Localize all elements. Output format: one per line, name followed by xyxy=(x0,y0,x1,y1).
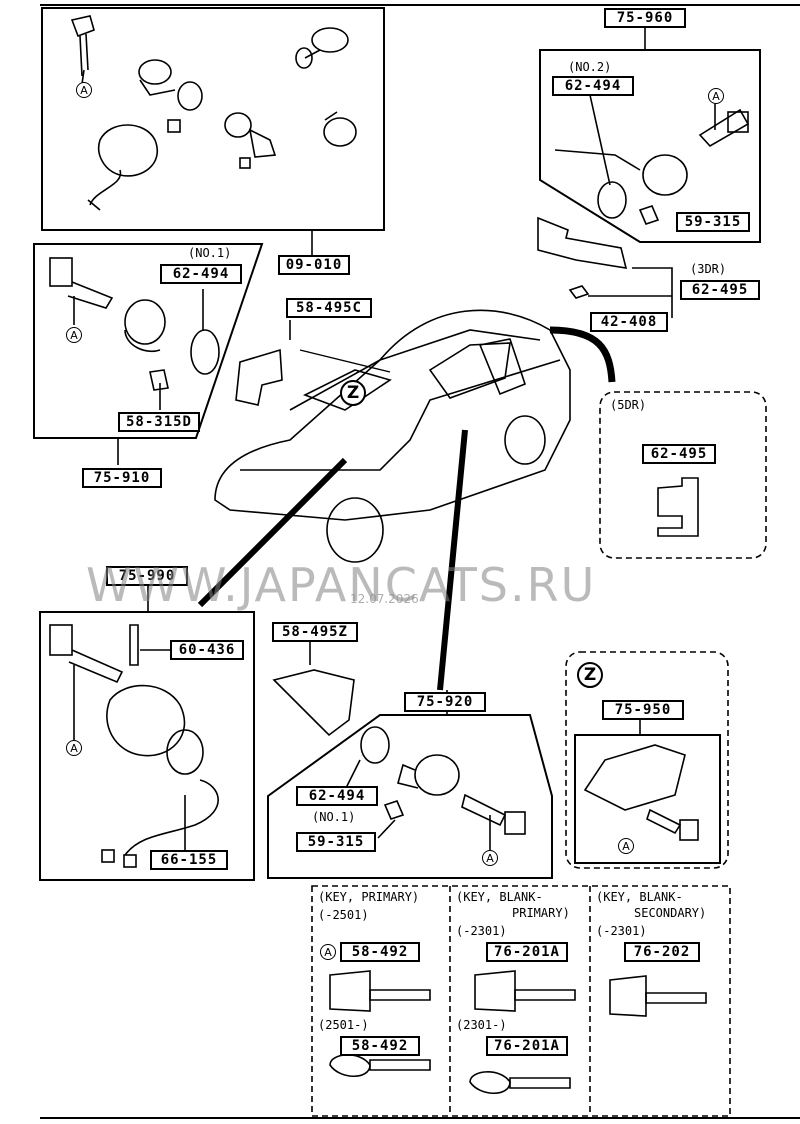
part-60-436[interactable]: 60-436 xyxy=(170,640,244,660)
part-58-495C[interactable]: 58-495C xyxy=(286,298,372,318)
part-09-010[interactable]: 09-010 xyxy=(278,255,350,275)
key-illus-col3 xyxy=(609,975,707,1017)
assembly-75-990[interactable]: 75-990 xyxy=(106,566,188,586)
frame-ignition xyxy=(39,611,255,881)
key-illus-col1 xyxy=(329,970,431,1078)
key-col2-range1: (-2301) xyxy=(456,924,507,938)
key-col2-title1: (KEY, BLANK- xyxy=(456,890,543,904)
watermark-text: WWW.JAPANCATS.RU xyxy=(86,558,597,612)
part-76-201A-b[interactable]: 76-201A xyxy=(486,1036,568,1056)
part-58-315D[interactable]: 58-315D xyxy=(118,412,200,432)
part-59-315-right[interactable]: 59-315 xyxy=(676,212,750,232)
key-col3-title1: (KEY, BLANK- xyxy=(596,890,683,904)
assembly-75-920[interactable]: 75-920 xyxy=(404,692,486,712)
note-3dr: (3DR) xyxy=(690,262,727,276)
ref-a-door: A xyxy=(482,850,498,866)
part-62-494-right[interactable]: 62-494 xyxy=(552,76,634,96)
zone-z-glovebox: Z xyxy=(577,662,603,688)
frame-glovebox xyxy=(565,651,729,869)
part-62-494-left[interactable]: 62-494 xyxy=(160,264,242,284)
frame-left xyxy=(33,243,264,439)
key-illustration-top-left xyxy=(70,15,95,85)
key-col1-range1: (-2501) xyxy=(318,908,369,922)
key-col1-title: (KEY, PRIMARY) xyxy=(318,890,420,904)
key-col3-title2: SECONDARY) xyxy=(634,906,707,920)
assembly-75-960[interactable]: 75-960 xyxy=(604,8,686,28)
ref-a-top-right: A xyxy=(708,88,724,104)
ref-a-key: A xyxy=(320,944,336,960)
key-col3-range1: (-2301) xyxy=(596,924,647,938)
frame-5dr xyxy=(599,391,767,559)
car-illustration xyxy=(214,309,571,563)
part-62-494-door[interactable]: 62-494 xyxy=(296,786,378,806)
zone-z-car: Z xyxy=(340,380,366,406)
watermark-date: 12.07.2026 xyxy=(350,592,419,606)
tailgate-bracket xyxy=(537,216,628,299)
key-col2-title2: PRIMARY) xyxy=(512,906,570,920)
key-illus-col2 xyxy=(469,970,576,1095)
part-76-202[interactable]: 76-202 xyxy=(624,942,700,962)
ref-a-top-left: A xyxy=(76,82,92,98)
door-lock-illus xyxy=(360,726,526,835)
part-59-315-door[interactable]: 59-315 xyxy=(296,832,376,852)
note-no2: (NO.2) xyxy=(568,60,612,74)
note-no1-left: (NO.1) xyxy=(188,246,232,260)
ref-a-left: A xyxy=(66,327,82,343)
note-no1-door: (NO.1) xyxy=(312,810,356,824)
right-lock-illus xyxy=(554,108,750,225)
ignition-illus xyxy=(49,624,219,868)
glovebox-lock-illus xyxy=(583,744,699,841)
ref-a-ignition: A xyxy=(66,740,82,756)
frame-door xyxy=(267,714,553,879)
key-col2-range2: (2301-) xyxy=(456,1018,507,1032)
label-5dr: (5DR) xyxy=(610,398,647,412)
frame-top-right xyxy=(539,49,761,243)
key-col1-range2: (2501-) xyxy=(318,1018,369,1032)
lock-cylinder-illus xyxy=(87,27,357,211)
part-62-495-3dr[interactable]: 62-495 xyxy=(680,280,760,300)
part-58-492-b[interactable]: 58-492 xyxy=(340,1036,420,1056)
frame-keys xyxy=(311,885,731,1117)
part-76-201A-a[interactable]: 76-201A xyxy=(486,942,568,962)
ref-a-glovebox: A xyxy=(618,838,634,854)
part-66-155[interactable]: 66-155 xyxy=(150,850,228,870)
assembly-75-910[interactable]: 75-910 xyxy=(82,468,162,488)
part-62-495-5dr[interactable]: 62-495 xyxy=(642,444,716,464)
part-58-492-a[interactable]: 58-492 xyxy=(340,942,420,962)
part-58-495Z[interactable]: 58-495Z xyxy=(272,622,358,642)
frame-top-left xyxy=(41,7,385,231)
left-lock-illus xyxy=(49,257,220,391)
bracket-58-495C-illus xyxy=(235,348,283,406)
assembly-75-950[interactable]: 75-950 xyxy=(602,700,684,720)
part-42-408[interactable]: 42-408 xyxy=(590,312,668,332)
